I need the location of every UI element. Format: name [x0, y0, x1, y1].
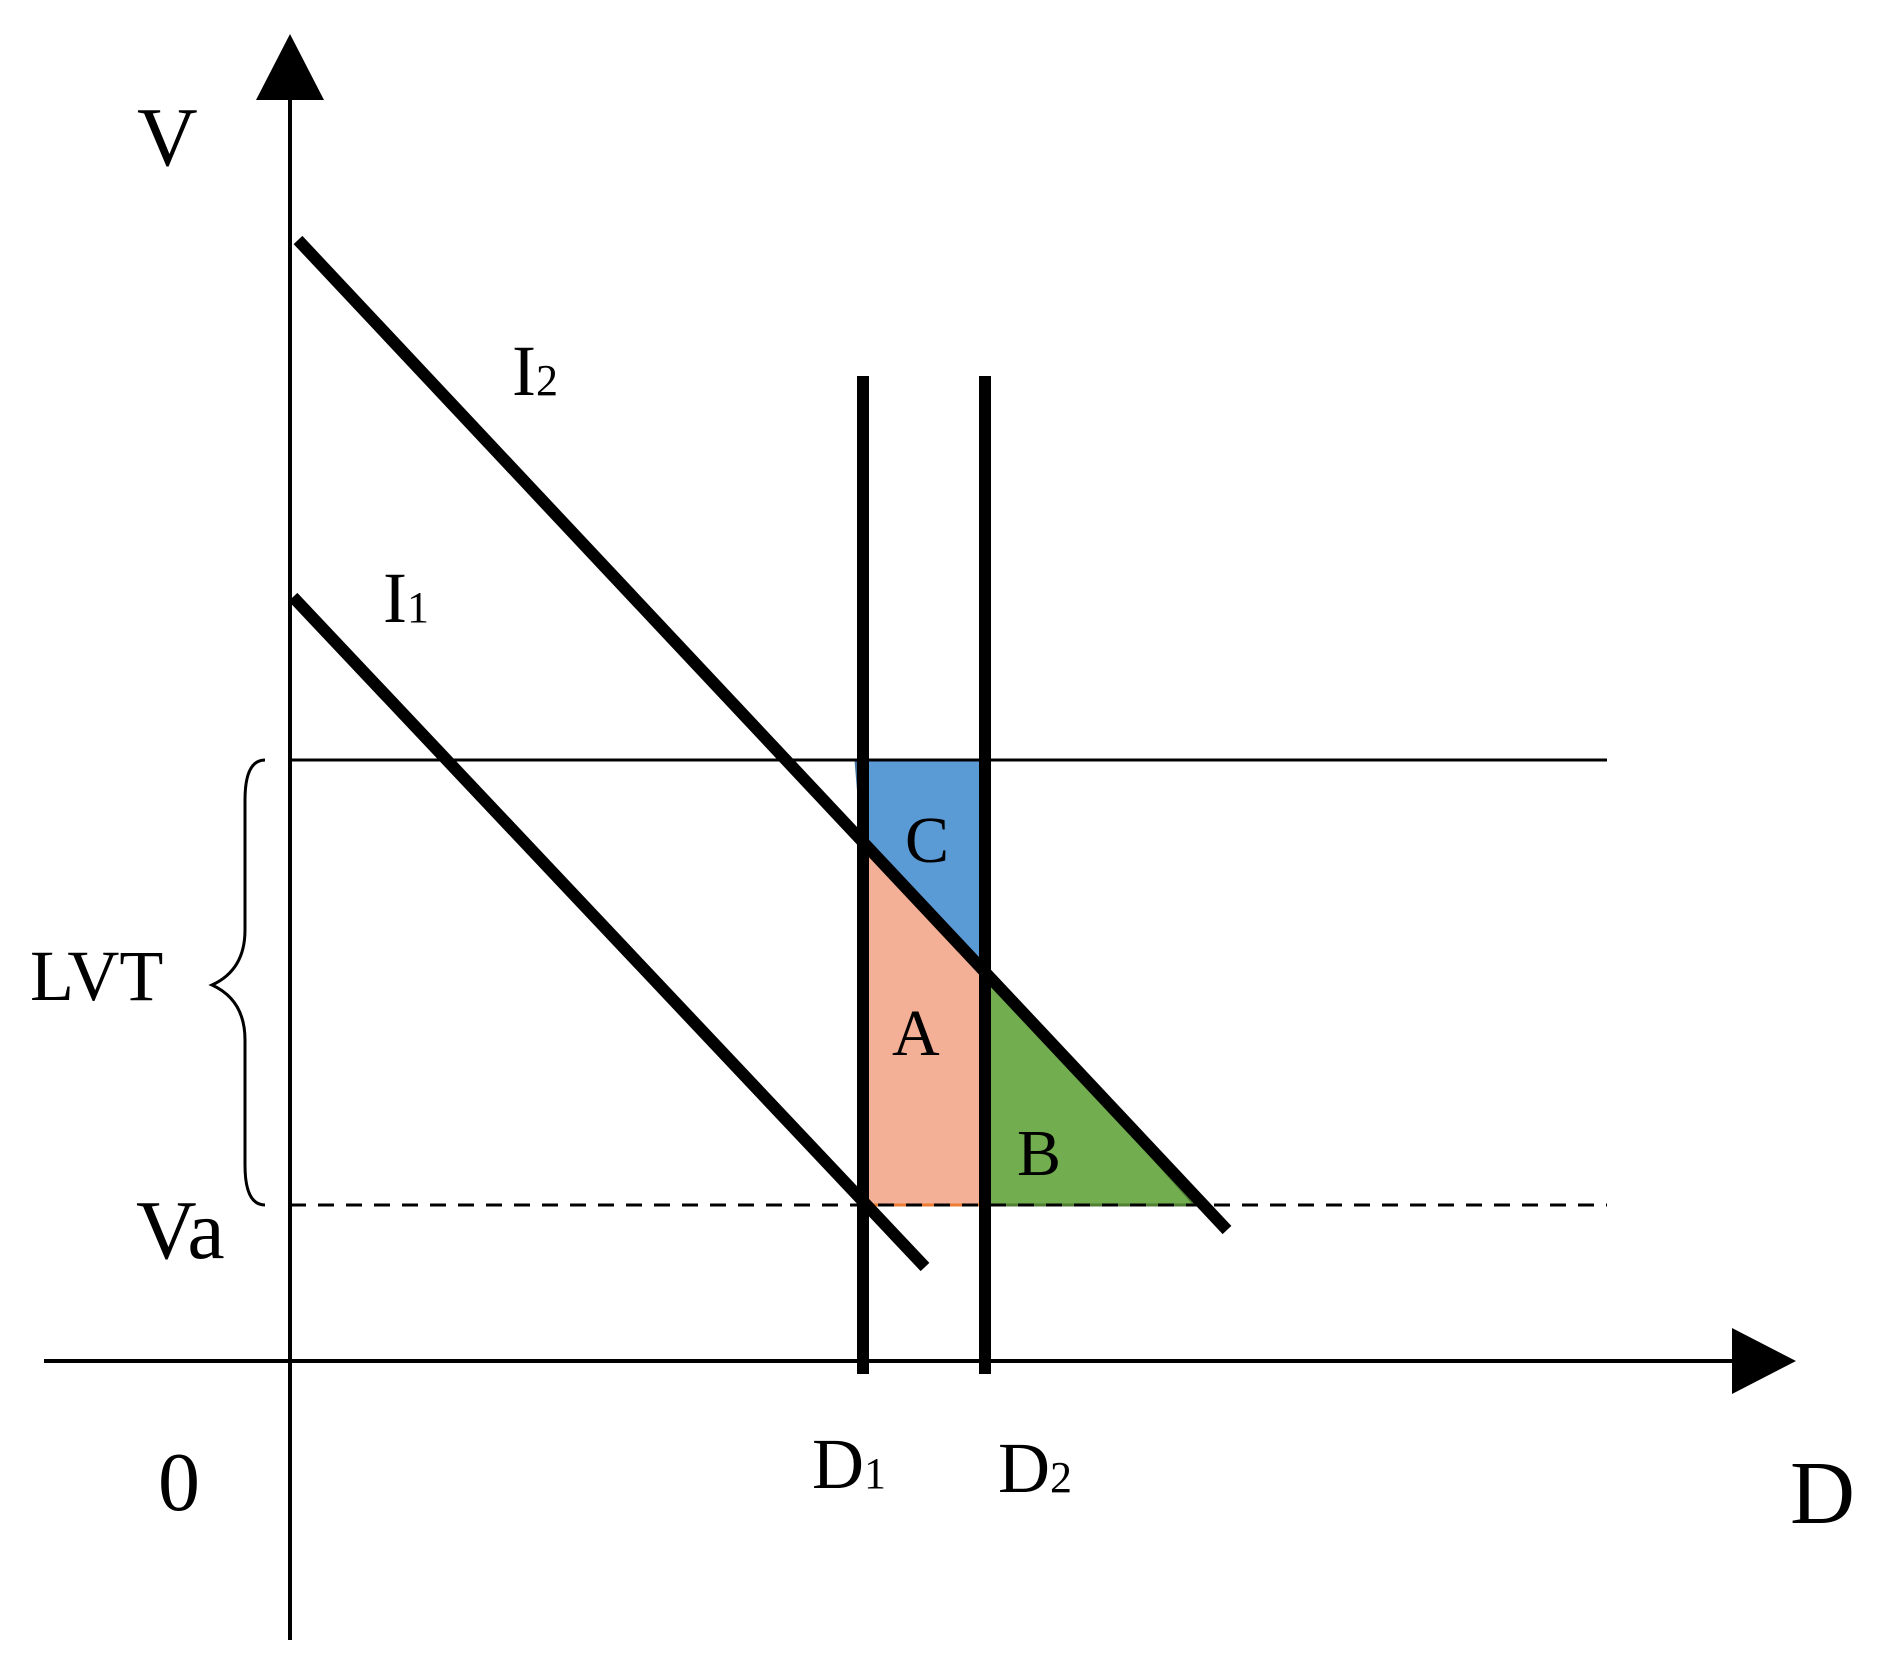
line-i1 — [288, 592, 930, 1272]
x-axis-arrowhead — [1732, 1328, 1796, 1394]
line-i2 — [293, 235, 1232, 1235]
region-a-label: A — [892, 997, 940, 1070]
line-i1-label: I1 — [383, 558, 429, 638]
origin-label: 0 — [158, 1436, 200, 1529]
y-axis-arrowhead — [256, 34, 324, 100]
region-b-label: B — [1017, 1117, 1061, 1190]
va-label: Va — [136, 1184, 225, 1277]
y-axis-label: V — [137, 91, 198, 184]
region-c-label: C — [905, 804, 949, 877]
line-i2-label: I2 — [512, 331, 558, 411]
lvt-label: LVT — [30, 936, 163, 1016]
x-axis-label: D — [1790, 1444, 1855, 1543]
line-d1-label: D1 — [812, 1424, 886, 1504]
lvt-brace — [208, 758, 266, 1207]
line-d2-label: D2 — [998, 1428, 1072, 1508]
